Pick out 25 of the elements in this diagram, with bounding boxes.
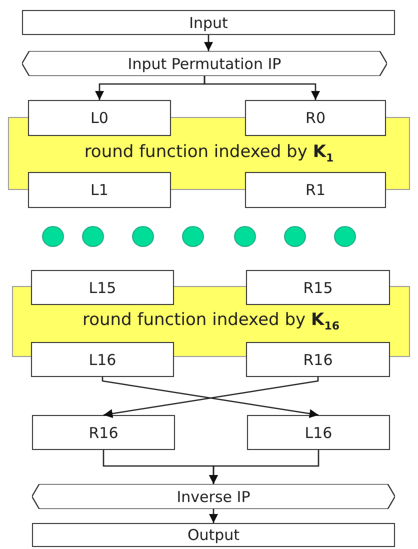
ellipsis-dot	[82, 226, 104, 247]
register-box: R16	[246, 342, 390, 377]
register-box: L15	[31, 270, 174, 305]
register-box: L1	[28, 172, 171, 208]
ellipsis-dot	[132, 226, 154, 247]
arrow	[208, 509, 218, 523]
register-box: L0	[28, 100, 171, 136]
process-box: Inverse IP	[32, 484, 395, 509]
ellipsis-dot	[334, 226, 356, 247]
input-box: Input	[22, 10, 395, 35]
arrow	[208, 450, 320, 484]
register-box: R1	[245, 172, 386, 208]
ellipsis-dot	[42, 226, 64, 247]
process-box: Input Permutation IP	[22, 51, 387, 76]
arrow	[204, 35, 214, 51]
arrow	[204, 76, 320, 100]
register-box: R16	[32, 415, 175, 450]
register-box: R15	[246, 270, 390, 305]
ellipsis-dot	[182, 226, 204, 247]
register-box: R0	[245, 100, 386, 136]
register-box: L16	[247, 415, 390, 450]
register-box: L16	[31, 342, 174, 377]
output-box: Output	[32, 523, 395, 547]
ellipsis-dot	[284, 226, 306, 247]
ellipsis-dot	[234, 226, 256, 247]
